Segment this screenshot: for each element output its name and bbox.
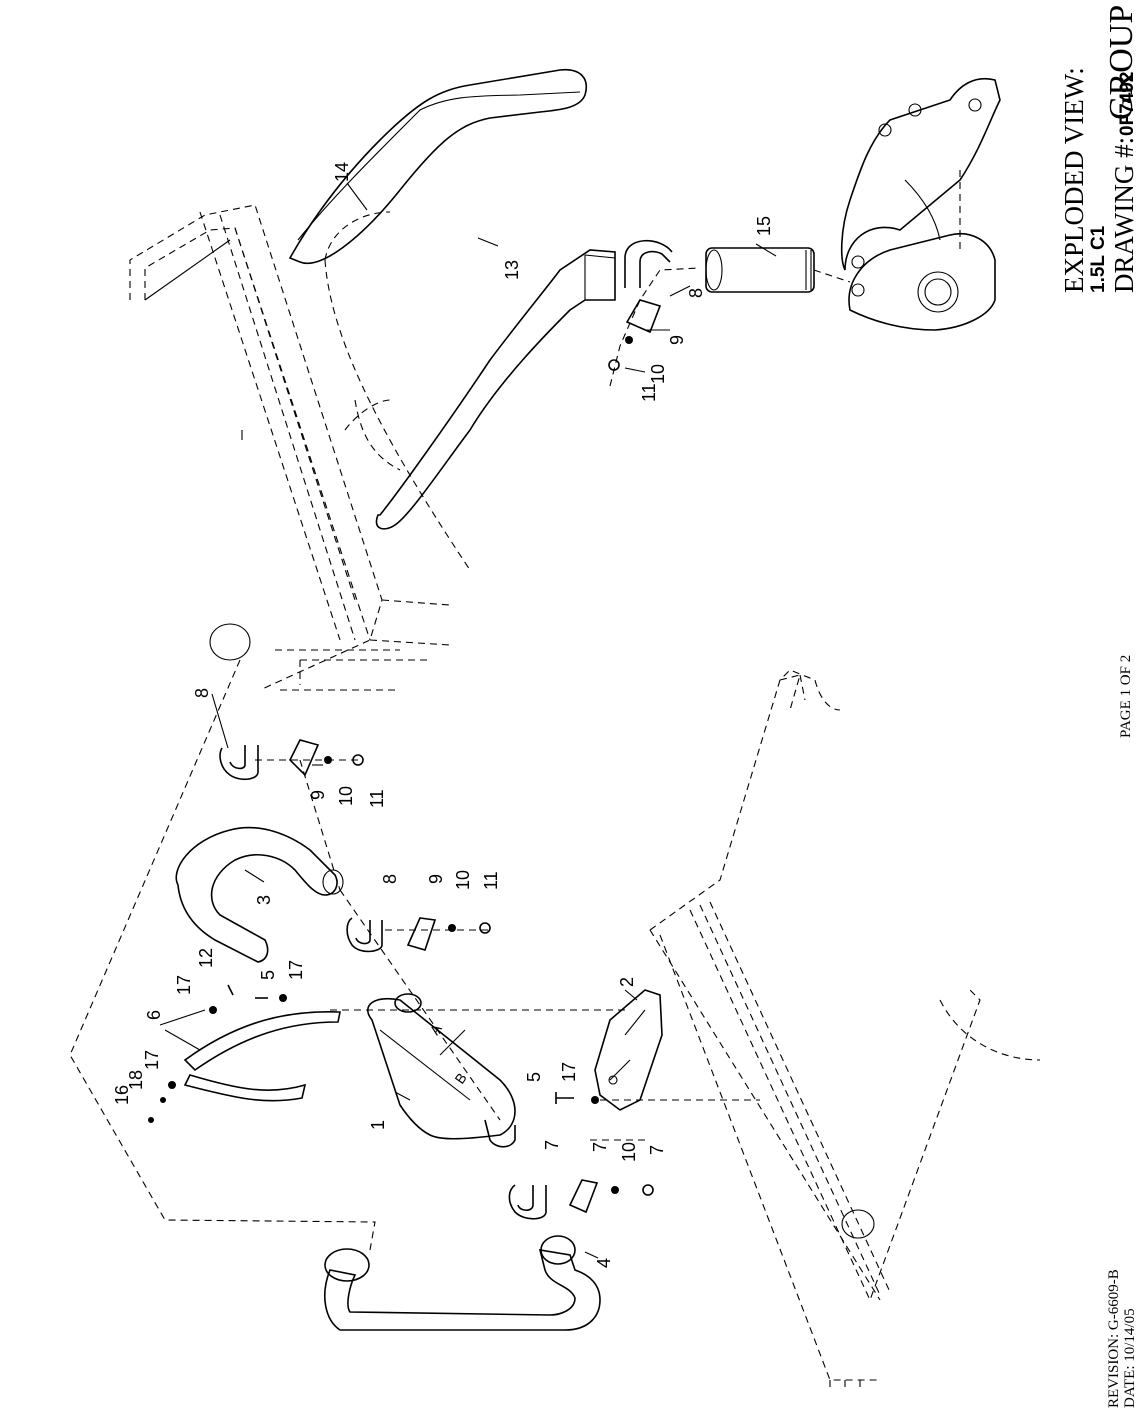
callout-16: 16 <box>112 1085 132 1105</box>
callout-9-upper: 9 <box>667 335 687 345</box>
exhaust-manifold <box>840 78 1001 331</box>
date-label: DATE: 10/14/05 <box>1122 1308 1138 1408</box>
nut-11 <box>608 359 620 371</box>
callout-17-b: 17 <box>286 960 306 980</box>
callout-2: 2 <box>617 977 637 987</box>
callout-10-mid: 10 <box>453 870 473 890</box>
callout-12: 12 <box>196 948 216 968</box>
callout-7-b: 7 <box>590 1142 610 1152</box>
callout-9-mid-upper: 9 <box>308 790 328 800</box>
clamp-group-mid-upper <box>219 739 364 781</box>
part-6-hanger-strap <box>159 1009 341 1102</box>
callout-8-upper: 8 <box>686 288 706 298</box>
callout-5-b: 5 <box>524 1072 544 1082</box>
title-block: EXPLODED VIEW: 1.5L C1 DRAWING #: 0F7492 <box>1059 67 1138 293</box>
engine-label: 1.5L C1 <box>1088 225 1109 293</box>
callout-5-a: 5 <box>258 970 278 980</box>
callout-14: 14 <box>332 162 352 182</box>
callout-11-mid-upper: 11 <box>367 789 387 808</box>
callout-7-c: 7 <box>647 1145 667 1155</box>
washer-10 <box>625 336 633 344</box>
part-1-muffler <box>367 993 516 1148</box>
part-2-bracket <box>594 989 663 1111</box>
callout-3: 3 <box>254 895 274 905</box>
callout-10-mid-upper: 10 <box>336 786 356 806</box>
drawing-label: DRAWING #: <box>1109 137 1138 293</box>
axis-line-center <box>255 759 760 1141</box>
callout-4: 4 <box>594 1258 614 1268</box>
clamp-group-upper <box>608 239 673 371</box>
hardware-bolts <box>148 984 599 1123</box>
clamp-group-mid <box>346 917 491 953</box>
callout-6: 6 <box>144 1010 164 1020</box>
group-label: GROUP F <box>1103 0 1138 120</box>
callout-10-lower: 10 <box>619 1142 639 1162</box>
callout-17-a: 17 <box>174 975 194 995</box>
callout-1: 1 <box>368 1120 388 1130</box>
callout-13: 13 <box>502 260 522 280</box>
callout-7-a: 7 <box>542 1140 562 1150</box>
callout-11-mid: 11 <box>481 871 501 890</box>
axis-line-upper-clamp <box>609 267 851 387</box>
callout-9-mid: 9 <box>426 874 446 884</box>
callout-8-mid: 8 <box>380 874 400 884</box>
view-label: EXPLODED VIEW: <box>1059 67 1089 293</box>
frame-rail-lower <box>649 669 1041 1390</box>
callout-11-upper: 11 <box>639 383 659 402</box>
part-3-front-pipe <box>175 826 344 963</box>
callout-labels: 14 13 15 8 9 10 11 8 9 10 11 3 8 9 10 11… <box>112 162 774 1268</box>
callout-15: 15 <box>754 216 774 236</box>
callout-18: 18 <box>126 1070 146 1090</box>
callout-8-mid-upper: 8 <box>192 688 212 698</box>
revision-label: REVISION: G-6609-B <box>1106 1269 1122 1408</box>
leader-lines <box>211 182 777 1259</box>
drawing-number: 0F7492 <box>1117 72 1138 136</box>
part-14-tailpipe <box>288 69 587 265</box>
part-4-rear-pipe <box>324 1235 601 1331</box>
clamp-group-lower <box>508 1179 654 1220</box>
frame-rail-upper <box>129 204 471 691</box>
callout-17-d: 17 <box>559 1062 579 1082</box>
saddle-9 <box>625 299 662 334</box>
part-13-intermediate-pipe <box>375 249 616 530</box>
callout-17-c: 17 <box>142 1050 162 1070</box>
part-15-coupling-tube <box>705 247 815 293</box>
callout-10-upper: 10 <box>648 364 668 384</box>
u-bolt-8 <box>624 239 673 288</box>
page-indicator: PAGE 1 OF 2 <box>1118 655 1134 738</box>
flow-arrow-label-a: A <box>426 1020 445 1037</box>
